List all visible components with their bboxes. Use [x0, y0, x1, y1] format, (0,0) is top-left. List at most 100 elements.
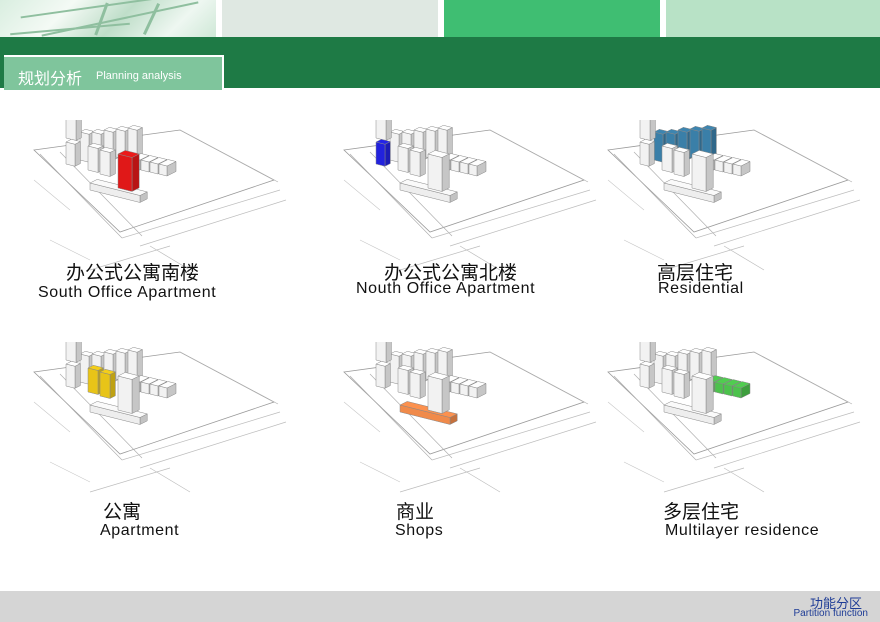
low-block-1-roof [714, 155, 733, 163]
mid-tower-2-side [419, 371, 426, 399]
south-office-front [691, 153, 707, 192]
site-massing-model [607, 342, 861, 493]
page-title-en: Planning analysis [96, 70, 182, 82]
mid-tower-2-roof [673, 147, 691, 153]
mid-tower-0-side [75, 120, 82, 141]
header-tab-2 [222, 0, 438, 37]
north-office-side [384, 363, 391, 389]
north-office-front [375, 363, 386, 389]
low-block-2-roof [149, 157, 168, 165]
mid-tower-1-roof [397, 143, 415, 149]
low-block-3 [158, 381, 177, 399]
mid-tower-1-roof [661, 365, 679, 371]
caption-zh-shops: 商业 [396, 502, 435, 523]
back-tower-4 [127, 125, 144, 159]
low-block-3 [158, 159, 177, 177]
north-office-roof [65, 361, 82, 367]
mid-tower-1-roof [661, 143, 679, 149]
site-lines [607, 179, 665, 261]
mid-tower-1-front [397, 145, 409, 173]
north-office-side [384, 141, 391, 167]
mid-tower-2-side [109, 371, 116, 399]
mid-tower-0-front [65, 120, 77, 141]
north-office [639, 139, 656, 167]
panel-multilayer-residence [604, 342, 874, 572]
site-massing-model [607, 120, 861, 271]
header-tab-4 [666, 0, 880, 37]
caption-zh-apartment: 公寓 [103, 502, 142, 523]
back-tower-4 [437, 125, 454, 159]
mid-tower-0 [639, 342, 656, 363]
mid-tower-1-front [87, 145, 99, 173]
mid-tower-0-front [375, 342, 387, 363]
south-office-side [705, 375, 714, 414]
mid-tower-2-front [409, 149, 421, 177]
mid-tower-2-roof [99, 369, 117, 375]
mid-tower-2-roof [409, 369, 427, 375]
low-block-3 [468, 381, 487, 399]
mid-tower-2 [409, 369, 427, 399]
header-tab-3 [444, 0, 660, 37]
caption-zh-residential: 高层住宅 [657, 263, 734, 284]
caption-zh-multilayer: 多层住宅 [663, 502, 740, 523]
mid-tower-2-roof [673, 369, 691, 375]
low-block-3 [468, 159, 487, 177]
low-block-3-roof [468, 159, 487, 167]
north-office-roof [375, 361, 392, 367]
low-block-1-roof [450, 377, 469, 385]
south-office [427, 150, 450, 192]
south-office-side [131, 375, 140, 414]
street-lines [399, 411, 597, 493]
street-lines [399, 189, 597, 271]
low-block-3-roof [732, 159, 751, 167]
mid-tower-0-side [385, 120, 392, 141]
low-block-2-roof [723, 157, 742, 165]
mid-tower-2-front [673, 371, 685, 399]
mid-tower-2-side [683, 149, 690, 177]
title-tab: 规划分析 Planning analysis [4, 55, 224, 90]
back-tower-4 [127, 347, 144, 381]
north-office [65, 361, 82, 389]
mid-tower-1-front [661, 367, 673, 395]
low-block-1-roof [140, 377, 159, 385]
south-office [117, 372, 140, 414]
mid-tower-2-roof [99, 147, 117, 153]
north-office-roof [65, 139, 82, 145]
back-tower-4-roof [437, 125, 454, 131]
south-office [427, 372, 450, 414]
north-office-front [639, 363, 650, 389]
low-block-1-roof [140, 155, 159, 163]
site-massing-model [33, 342, 287, 493]
mid-tower-2-side [683, 371, 690, 399]
mid-tower-0 [375, 342, 392, 363]
mid-tower-2 [99, 369, 117, 399]
caption-zh-south-office: 办公式公寓南楼 [66, 263, 200, 284]
mid-tower-1-front [397, 367, 409, 395]
north-office-roof [639, 139, 656, 145]
south-office-front [691, 375, 707, 414]
caption-zh-north-office: 办公式公寓北楼 [384, 263, 518, 284]
mid-tower-0 [639, 120, 656, 141]
mid-tower-2 [673, 147, 691, 177]
north-office-roof [639, 361, 656, 367]
low-block-3-roof [732, 381, 751, 389]
north-office-side [74, 363, 81, 389]
mid-tower-1-roof [87, 143, 105, 149]
north-office [375, 139, 392, 167]
south-office-side [441, 153, 450, 192]
page-title-zh: 规划分析 [18, 71, 83, 88]
site-massing-model [33, 120, 287, 271]
mid-tower-0 [65, 120, 82, 141]
mid-tower-2-side [419, 149, 426, 177]
street-lines [663, 189, 861, 271]
low-block-3-roof [468, 381, 487, 389]
low-block-3-roof [158, 159, 177, 167]
north-office-front [65, 141, 76, 167]
low-block-2-roof [459, 157, 478, 165]
south-office-roof [691, 372, 714, 380]
site-massing-model [343, 342, 597, 493]
mid-tower-1-front [87, 367, 99, 395]
south-office [117, 150, 140, 192]
mid-tower-0-front [639, 120, 651, 141]
mid-tower-0-side [385, 342, 392, 363]
